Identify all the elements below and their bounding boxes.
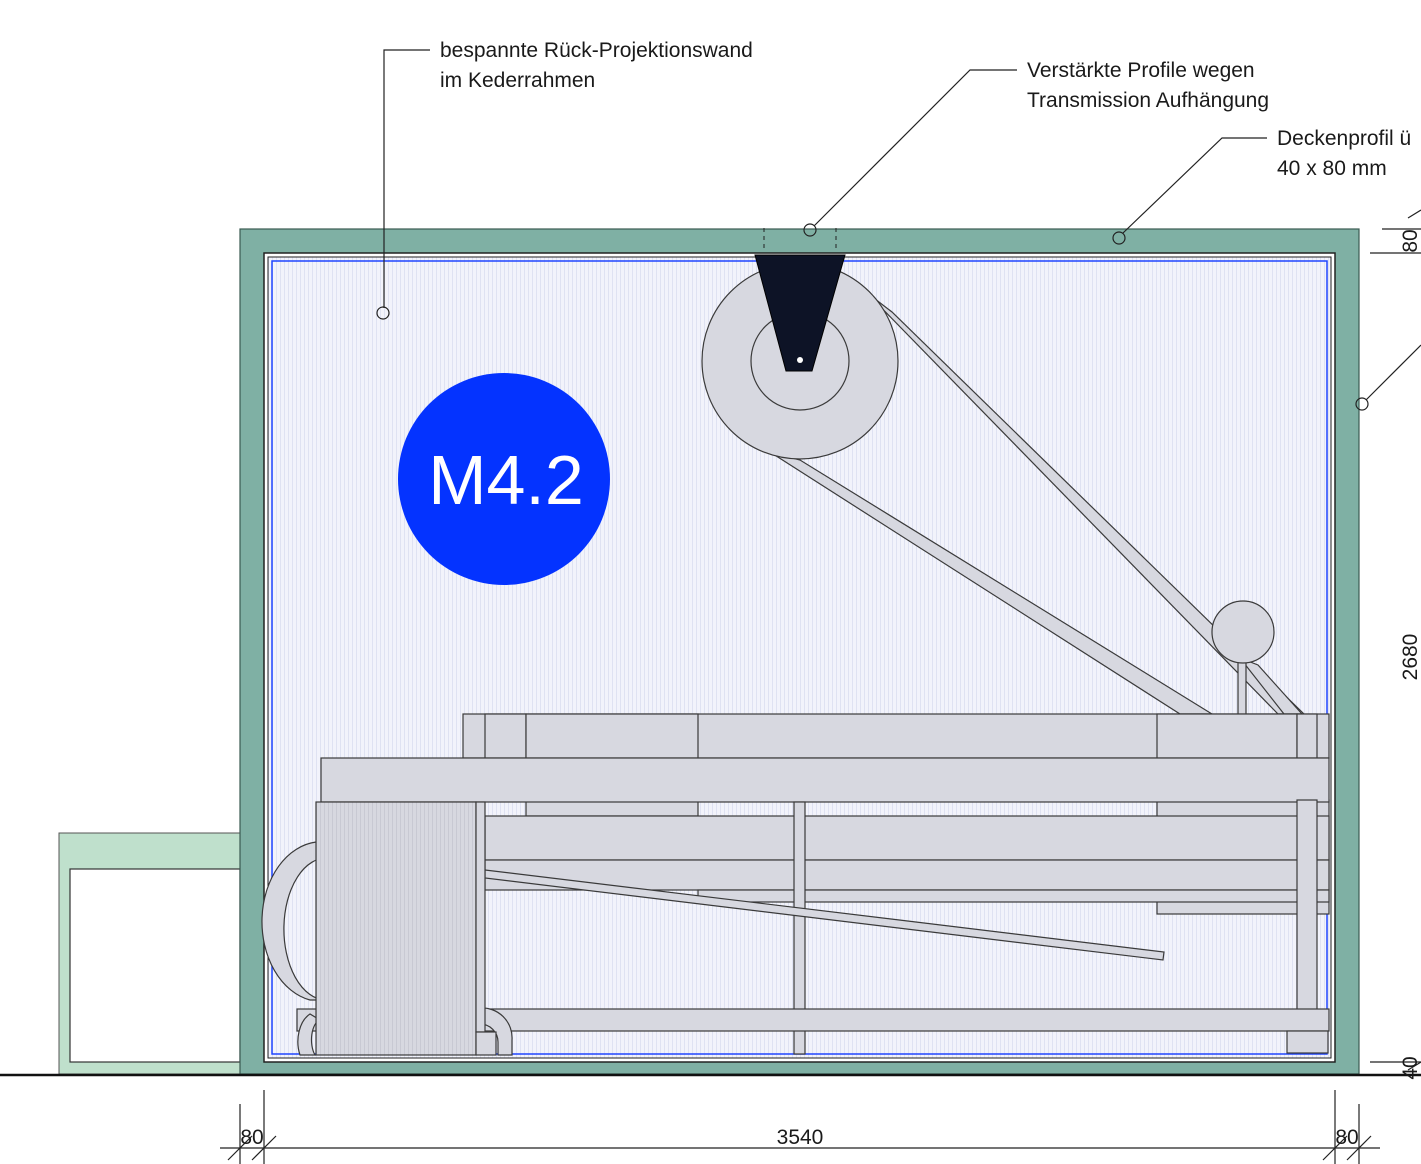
machine <box>261 228 1330 1056</box>
badge: M4.2 <box>398 373 610 585</box>
annotation-projection-wall-line2: im Kederrahmen <box>440 69 595 92</box>
annotation-reinforced-profiles-line1: Verstärkte Profile wegen <box>1027 59 1255 82</box>
annotation-ceiling-profile-line1: Deckenprofil ü <box>1277 127 1411 150</box>
tension-wheel <box>1211 600 1275 664</box>
suspension-bracket <box>754 254 846 372</box>
main-beam <box>320 757 1330 803</box>
dim-top: 80 <box>1399 229 1421 252</box>
dim-bottom: 40 <box>1399 1056 1421 1079</box>
dim-height: 2680 <box>1399 634 1421 681</box>
badge-label: M4.2 <box>428 441 584 519</box>
dimension-chain-bottom: 80 3540 80 <box>220 1090 1380 1164</box>
leader-lines <box>376 49 1421 411</box>
annotation-projection-wall-line1: bespannte Rück-Projektionswand <box>440 39 753 62</box>
annotations: bespannte Rück-Projektionswand im Kederr… <box>440 39 1411 180</box>
dim-width-total: 3540 <box>777 1126 824 1149</box>
dim-frame-left: 80 <box>240 1126 263 1149</box>
left-column <box>315 801 477 1056</box>
annotation-ceiling-profile-line2: 40 x 80 mm <box>1277 157 1387 180</box>
side-box <box>58 832 241 1075</box>
annotation-reinforced-profiles-line2: Transmission Aufhängung <box>1027 89 1269 112</box>
dim-frame-right: 80 <box>1335 1126 1358 1149</box>
dimension-chain-right: 80 2680 40 <box>1370 209 1421 1080</box>
